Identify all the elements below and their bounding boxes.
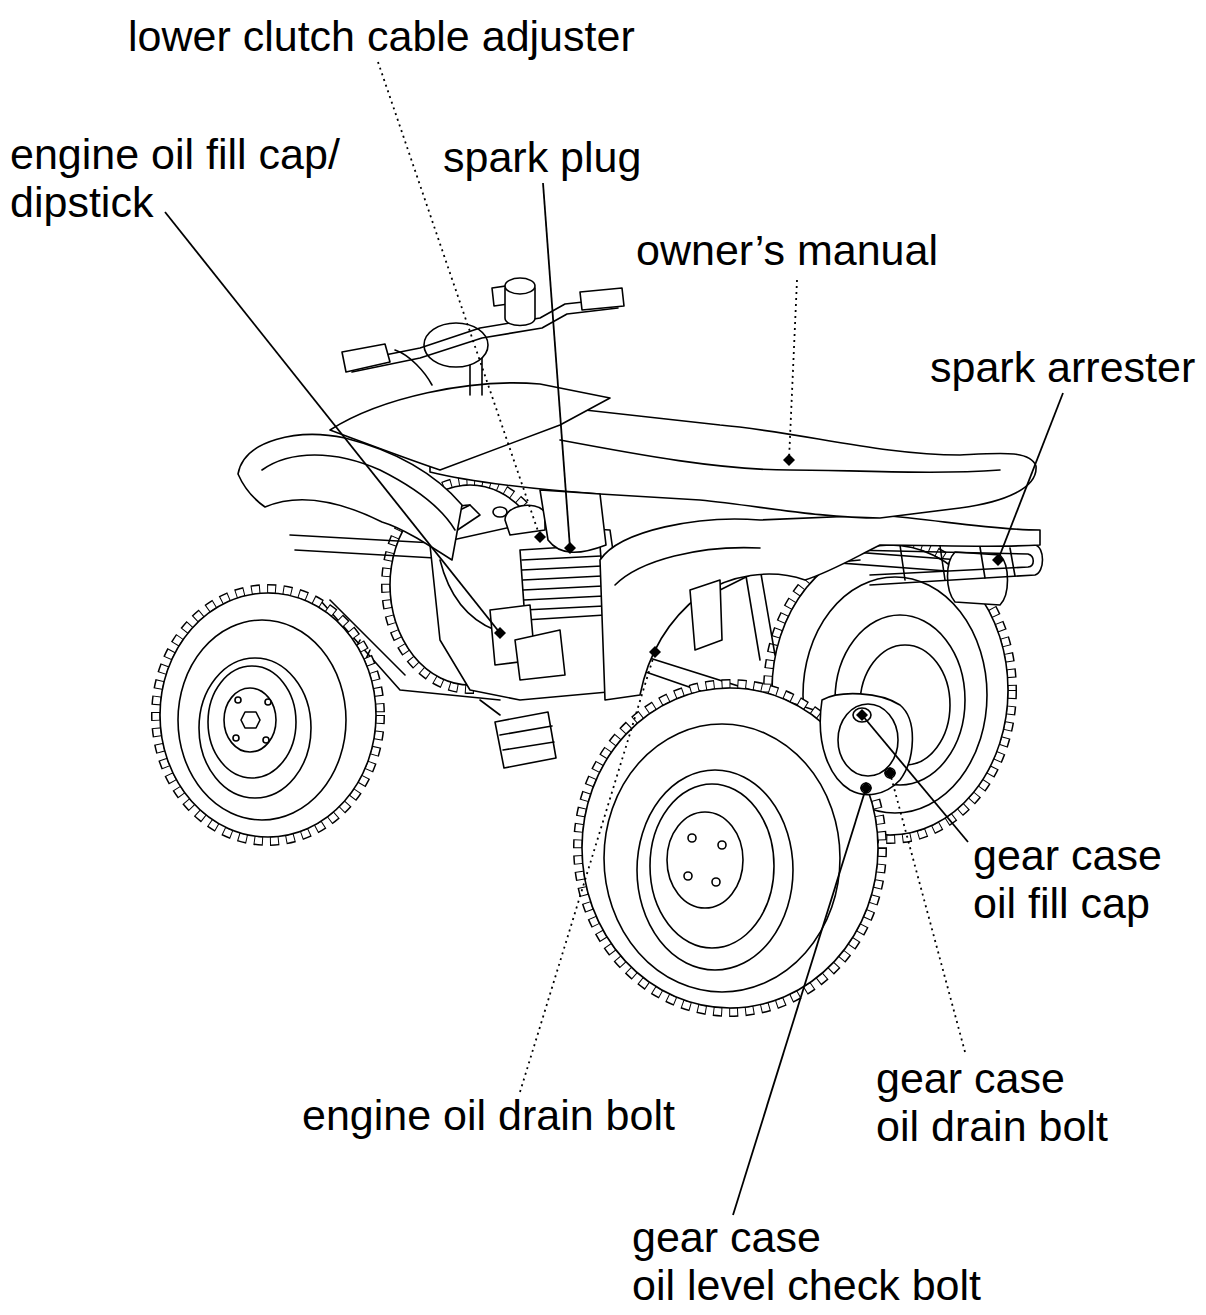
shock-absorber — [745, 570, 760, 660]
lug-nut — [684, 872, 692, 880]
wheel-hub — [224, 688, 276, 752]
gear-case-cover — [838, 704, 898, 776]
leader-marker — [534, 531, 546, 543]
leader-marker — [884, 767, 896, 779]
side-cover — [540, 490, 606, 552]
leader-marker — [494, 627, 506, 639]
lug-nut — [263, 737, 269, 743]
right-grip — [580, 288, 624, 310]
footrest — [480, 700, 556, 768]
brake-pedal — [480, 700, 500, 715]
lug-nut — [718, 841, 726, 849]
fender — [238, 435, 462, 560]
part-label: engine oil fill cap/ dipstick — [10, 130, 370, 226]
cylinder-head — [505, 505, 545, 535]
final-gear-case — [820, 694, 912, 795]
fender-edge — [615, 548, 760, 585]
handlebar — [352, 308, 618, 372]
part-label: spark arrester — [930, 343, 1195, 391]
footpeg-ribs — [500, 726, 554, 750]
cooling-fins — [522, 556, 604, 610]
lug-nut — [712, 878, 720, 886]
tire — [160, 593, 376, 837]
leader-line — [733, 788, 866, 1215]
drain-bolt — [885, 768, 895, 778]
leader-line — [862, 715, 968, 842]
part-label: gear case oil fill cap — [973, 831, 1188, 927]
rack-slats — [900, 545, 1015, 580]
part-label: engine oil drain bolt — [302, 1091, 675, 1139]
lug-nut — [233, 735, 239, 741]
leader-line — [520, 652, 655, 1092]
seat-edge — [560, 440, 1000, 472]
left-grip — [342, 344, 390, 372]
engine-cover — [515, 630, 565, 680]
leader-line — [543, 183, 570, 548]
check-bolt — [861, 783, 871, 793]
footpeg — [495, 712, 556, 768]
cylinder — [520, 545, 605, 620]
leader-line — [165, 212, 500, 633]
side-panel — [690, 580, 722, 650]
leader-marker — [649, 646, 661, 658]
lug-nut — [688, 834, 696, 842]
tire-sidewall — [178, 620, 346, 820]
wheel-rim — [199, 658, 311, 798]
gear-case — [820, 694, 912, 795]
leader-marker — [860, 782, 872, 794]
part-label: owner’s manual — [636, 226, 938, 274]
axle-nut — [241, 712, 260, 728]
front-left-wheel — [156, 589, 380, 841]
tire-sidewall — [604, 724, 840, 992]
leader-marker — [856, 709, 868, 721]
handlebars — [342, 278, 624, 395]
fender — [600, 515, 1040, 700]
tire-tread — [156, 589, 380, 841]
front-fender — [238, 383, 610, 560]
leader-line — [890, 773, 965, 1052]
leader-markers — [494, 454, 1004, 794]
part-label: spark plug — [443, 133, 641, 181]
handlebar — [350, 298, 620, 362]
engine-block — [430, 525, 630, 700]
wheel-hub — [667, 812, 743, 908]
rear-fender — [600, 515, 1040, 700]
leader-marker — [783, 454, 795, 466]
handlebar-pad — [424, 323, 488, 367]
leader-line — [789, 280, 797, 460]
lug-nut — [235, 697, 241, 703]
part-label: gear case oil level check bolt — [632, 1213, 1012, 1309]
leader-lines — [165, 62, 1063, 1215]
wheel-rim — [208, 666, 296, 778]
part-label: gear case oil drain bolt — [876, 1054, 1136, 1150]
tire-tread — [156, 589, 380, 841]
wheel-rim — [650, 784, 774, 948]
fuel-cap — [505, 278, 535, 294]
fender-edge — [262, 455, 455, 530]
lug-nut — [265, 699, 271, 705]
leader-line — [998, 393, 1063, 560]
leader-marker — [992, 554, 1004, 566]
part-label: lower clutch cable adjuster — [128, 12, 635, 60]
spark-plug-cap — [493, 507, 507, 517]
leader-marker — [564, 542, 576, 554]
fill-cap — [853, 708, 871, 722]
wheel-rim — [637, 770, 793, 970]
shock-absorber — [760, 568, 775, 655]
clutch-lever — [395, 350, 432, 385]
